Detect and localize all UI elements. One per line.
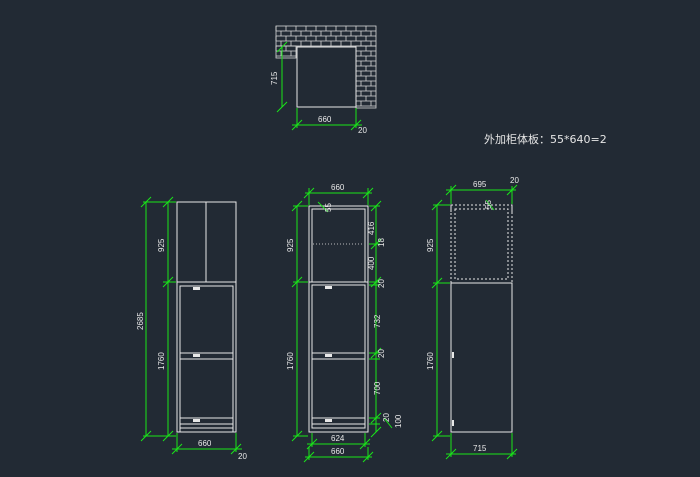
- section-100-label: 100: [394, 414, 403, 428]
- section-left-dims: 925 1760: [286, 200, 308, 442]
- section-top-dim: 660 55: [303, 183, 374, 213]
- section-outer-width-label: 660: [331, 447, 345, 456]
- side-lower-cabinet: [450, 282, 513, 433]
- side-lower-label: 1760: [426, 352, 435, 370]
- section-right-dims: 416 18 400 20 732 20 700 20 100: [367, 200, 403, 438]
- cabinet-plan: [296, 46, 357, 108]
- dim-gap-label: 20: [358, 126, 367, 135]
- section-outer: [308, 205, 369, 433]
- side-top-dims: 695 20 55: [445, 176, 519, 211]
- section-18-label: 18: [377, 238, 386, 247]
- side-depth-label: 715: [473, 444, 487, 453]
- lower-cabinet: [176, 281, 237, 433]
- hinge-icon: [452, 352, 454, 358]
- section-20a-label: 20: [377, 279, 386, 288]
- front-dims: 2685 925 1760: [136, 196, 176, 442]
- section-top-gap-label: 55: [324, 203, 333, 212]
- front-lower-label: 1760: [157, 352, 166, 370]
- side-upper-dashed: [450, 204, 513, 284]
- handle-icon: [325, 354, 332, 357]
- section-view: 660 55 925 1760: [286, 183, 403, 463]
- section-732-label: 732: [373, 314, 382, 328]
- section-416-label: 416: [367, 221, 376, 235]
- section-lower-label: 1760: [286, 352, 295, 370]
- handle-icon: [325, 419, 332, 422]
- side-bottom-dims: 715: [445, 433, 518, 460]
- section-400-label: 400: [367, 256, 376, 270]
- handle-icon: [193, 287, 200, 290]
- handle-icon: [193, 419, 200, 422]
- side-view: 695 20 55 925 1760 715: [426, 176, 519, 460]
- side-upper-label: 925: [426, 238, 435, 252]
- dim-depth-label: 715: [270, 71, 279, 85]
- dim-depth: 715: [270, 41, 288, 113]
- front-gap-label: 20: [238, 452, 247, 461]
- section-bottom-dims: 624 660: [303, 433, 374, 463]
- front-width-dim: 660 20: [171, 433, 247, 461]
- dim-width-label: 660: [318, 115, 332, 124]
- section-20b-label: 20: [377, 349, 386, 358]
- side-top-gap-label: 20: [510, 176, 519, 185]
- section-top-width-label: 660: [331, 183, 345, 192]
- side-top-width-label: 695: [473, 180, 487, 189]
- brick-wall: [275, 25, 377, 109]
- panel-note: 外加柜体板：55*640=2: [484, 132, 607, 146]
- section-upper-label: 925: [286, 238, 295, 252]
- handle-icon: [193, 354, 200, 357]
- section-700-label: 700: [373, 381, 382, 395]
- hinge-icon: [452, 420, 454, 426]
- dim-width: 660 20: [291, 108, 367, 135]
- front-width-label: 660: [198, 439, 212, 448]
- handle-icon: [325, 286, 332, 289]
- top-view: 715 660 20: [270, 25, 377, 135]
- front-total-label: 2685: [136, 312, 145, 330]
- side-left-dims: 925 1760: [426, 199, 450, 442]
- front-upper-label: 925: [157, 238, 166, 252]
- side-top-small-label: 55: [484, 200, 493, 209]
- front-view: 2685 925 1760 660 20: [136, 196, 247, 461]
- section-inner-width-label: 624: [331, 434, 345, 443]
- section-20c-label: 20: [382, 413, 391, 422]
